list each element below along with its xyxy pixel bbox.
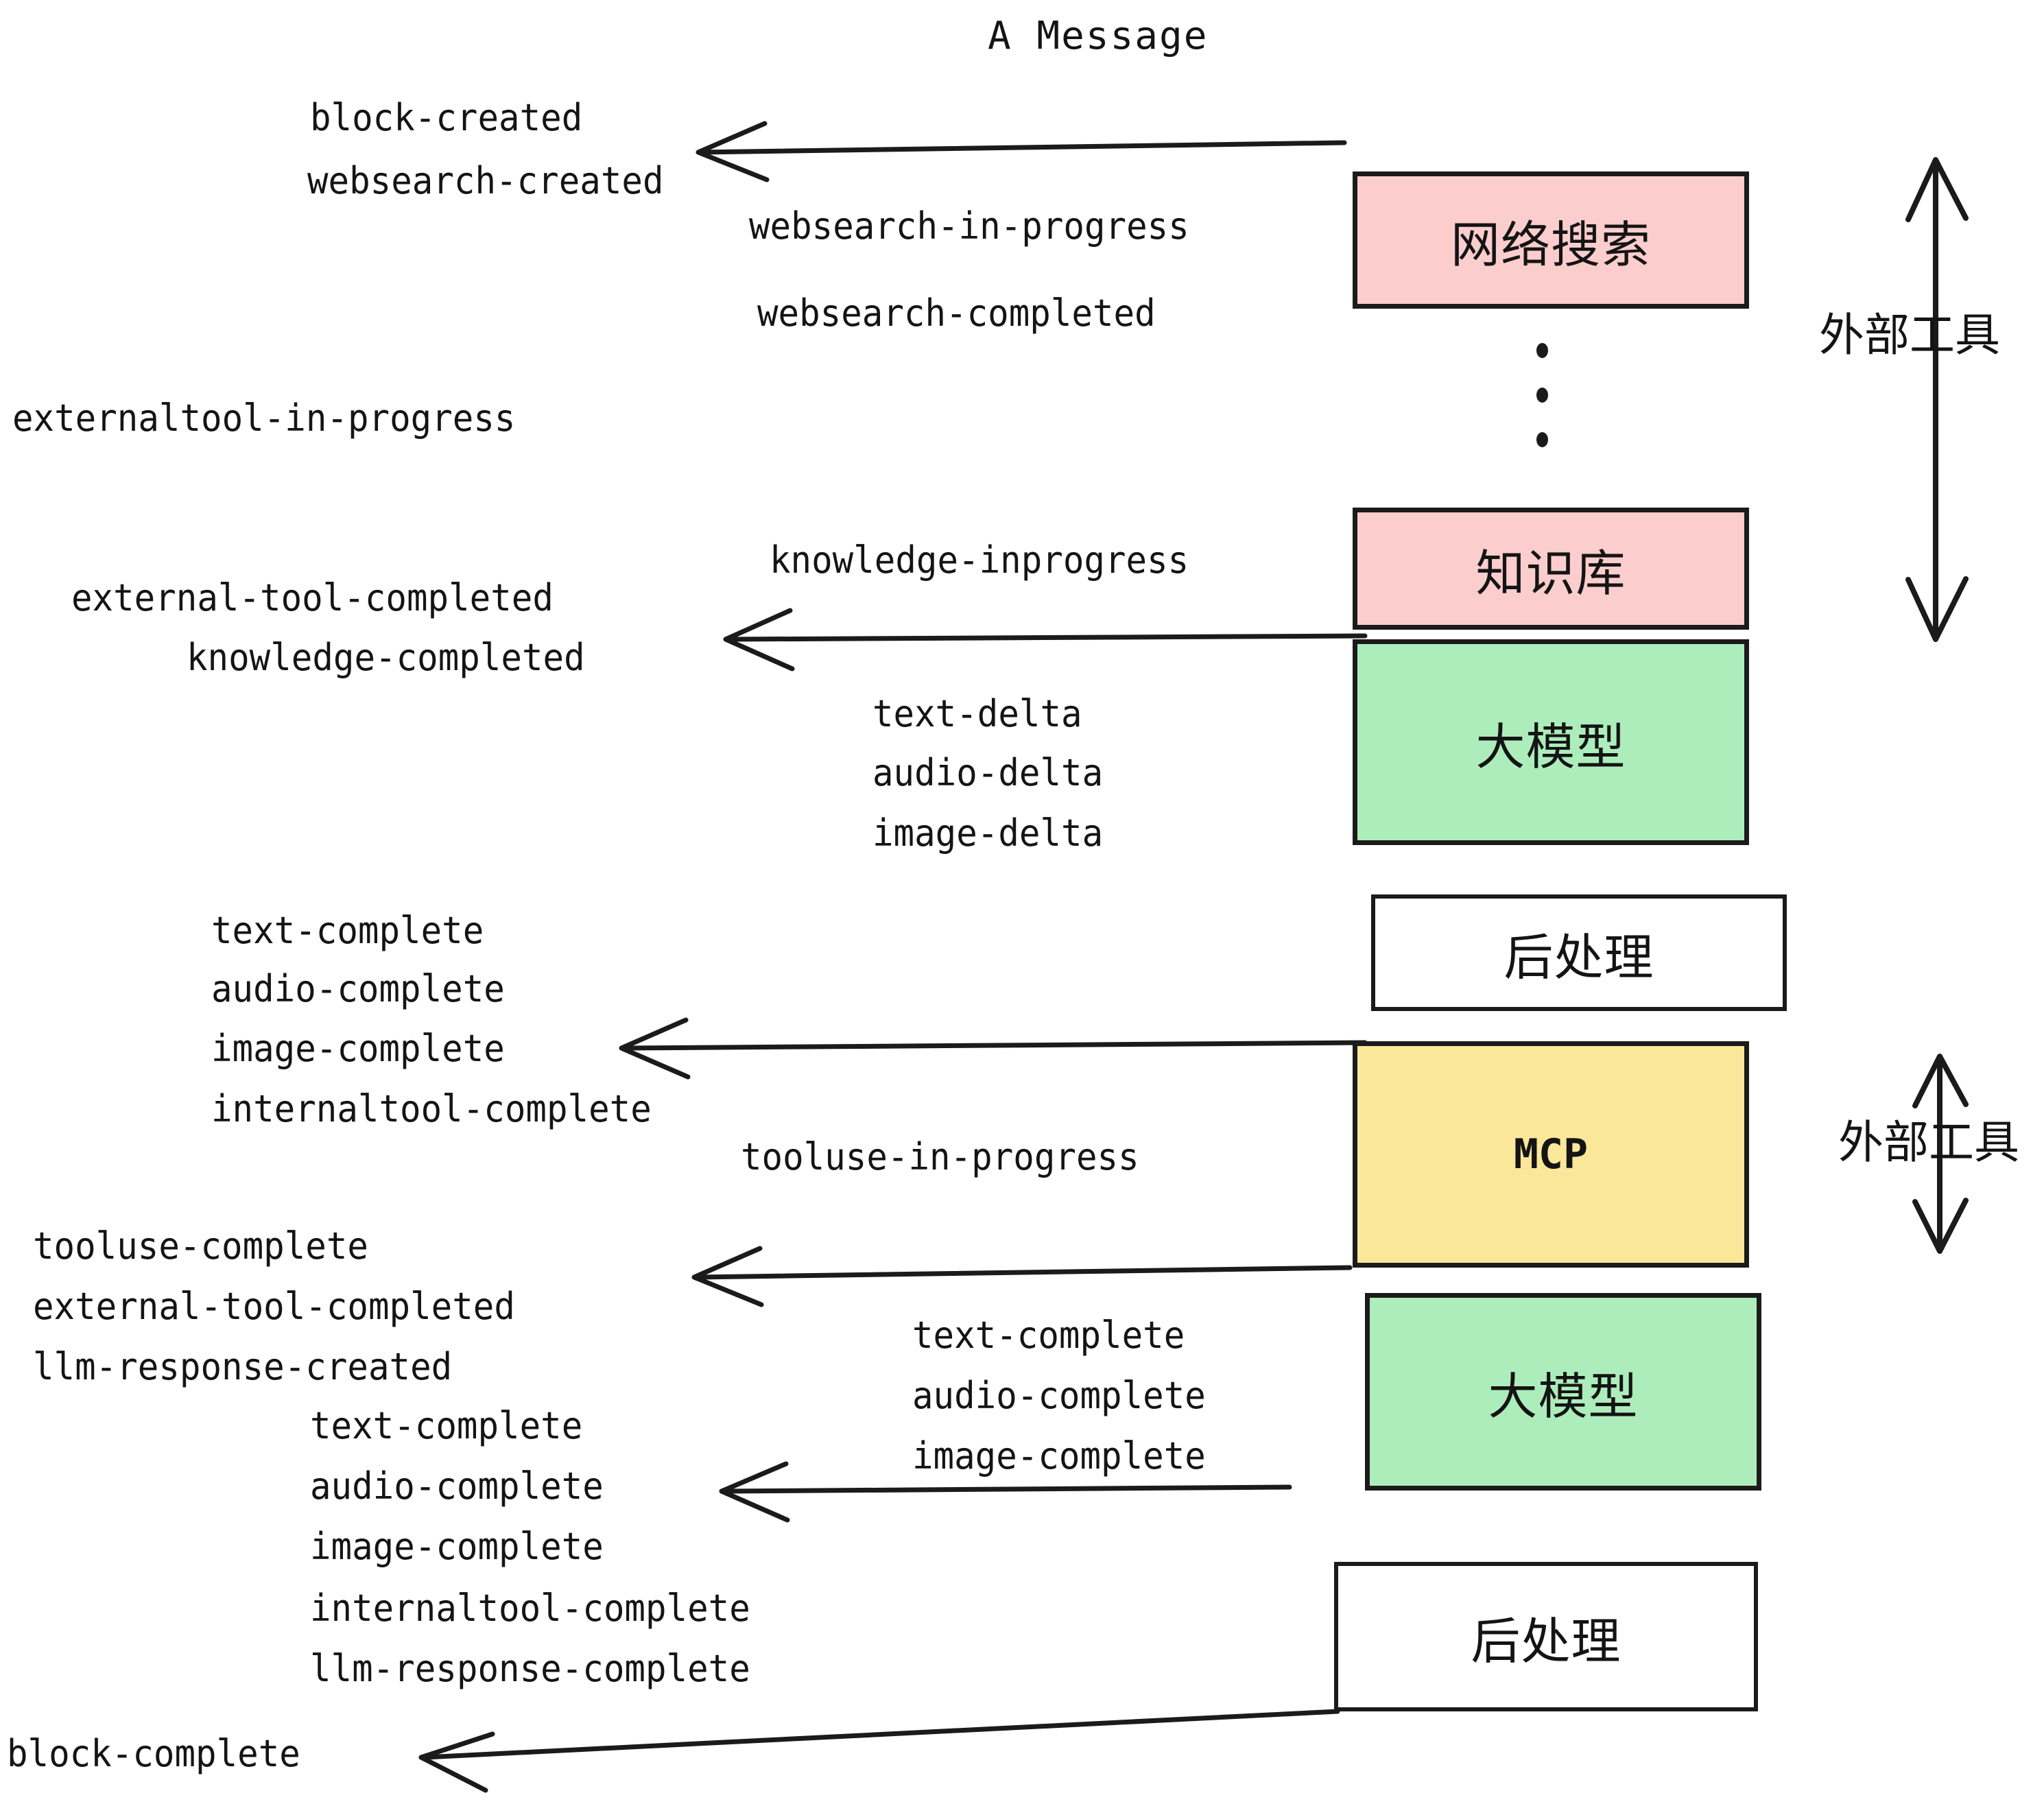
node-llm-1-label: 大模型: [1475, 717, 1626, 776]
event-label-knowledge-completed: knowledge-completed: [187, 636, 585, 679]
side-label-external-tool-lower: 外部工具: [1838, 1116, 2019, 1169]
vertical-ellipsis: [1536, 343, 1548, 477]
event-label-knowledge-inprogress: knowledge-inprogress: [770, 538, 1189, 582]
node-knowledge-base-label: 知识库: [1475, 544, 1626, 602]
event-label-block-created: block-created: [310, 96, 583, 139]
node-knowledge-base[interactable]: 知识库: [1353, 508, 1749, 630]
node-mcp-label: MCP: [1513, 1130, 1589, 1178]
event-label-audio-delta-2: audio-complete: [912, 1374, 1206, 1417]
node-websearch-label: 网络搜索: [1450, 215, 1651, 274]
node-llm-2-label: 大模型: [1488, 1367, 1639, 1425]
page-title: A Message: [988, 14, 1209, 58]
arrow-knowledge-to-completed: [723, 608, 1368, 672]
event-label-audio-delta-1: audio-delta: [872, 751, 1104, 794]
node-postprocess-1-label: 后处理: [1504, 928, 1654, 986]
event-label-internaltool-complete-1: internaltool-complete: [211, 1087, 652, 1130]
ellipsis-dot: [1536, 388, 1548, 403]
event-label-llm-response-created: llm-response-created: [33, 1345, 453, 1388]
event-label-text-delta-1: text-delta: [872, 692, 1082, 735]
ellipsis-dot: [1536, 432, 1548, 447]
arrow-mcp-to-tooluse-complete: [691, 1246, 1353, 1307]
node-mcp[interactable]: MCP: [1353, 1041, 1749, 1268]
event-label-tooluse-complete: tooluse-complete: [33, 1224, 368, 1268]
event-label-block-complete: block-complete: [7, 1732, 300, 1775]
external-tool-bracket-upper: [1905, 157, 1969, 642]
event-label-external-tool-completed-1: external-tool-completed: [71, 576, 554, 619]
event-label-internaltool-complete-2: internaltool-complete: [310, 1587, 750, 1630]
ellipsis-dot: [1536, 343, 1548, 358]
event-label-image-complete-2: image-complete: [310, 1525, 604, 1568]
node-llm-1[interactable]: 大模型: [1353, 639, 1749, 845]
side-label-external-tool-upper: 外部工具: [1819, 309, 2000, 361]
event-label-llm-response-complete: llm-response-complete: [310, 1647, 750, 1690]
node-postprocess-1[interactable]: 后处理: [1371, 894, 1787, 1011]
node-llm-2[interactable]: 大模型: [1365, 1293, 1761, 1491]
event-label-websearch-completed: websearch-completed: [757, 292, 1156, 335]
event-label-text-complete-2: text-complete: [310, 1404, 583, 1447]
event-label-websearch-in-progress: websearch-in-progress: [749, 204, 1189, 248]
event-label-text-delta-2: text-complete: [912, 1314, 1185, 1357]
arrow-websearch-to-block-created: [696, 121, 1347, 182]
event-label-image-delta-1: image-delta: [872, 811, 1104, 855]
event-label-tooluse-in-progress: tooluse-in-progress: [741, 1135, 1139, 1178]
event-label-externaltool-in-progress: externaltool-in-progress: [12, 396, 516, 440]
event-label-external-tool-completed-2: external-tool-completed: [33, 1285, 515, 1328]
node-postprocess-2[interactable]: 后处理: [1334, 1562, 1758, 1711]
arrow-postprocess-to-block-complete: [418, 1709, 1340, 1793]
node-postprocess-2-label: 后处理: [1471, 1612, 1621, 1670]
arrow-postprocess-to-image-complete: [619, 1017, 1368, 1080]
event-label-image-complete-1: image-complete: [211, 1027, 505, 1070]
event-label-image-delta-2: image-complete: [912, 1434, 1206, 1477]
event-label-audio-complete-1: audio-complete: [211, 967, 505, 1010]
node-websearch[interactable]: 网络搜索: [1353, 171, 1749, 309]
event-label-websearch-created: websearch-created: [307, 159, 664, 202]
event-label-audio-complete-2: audio-complete: [310, 1464, 604, 1508]
event-label-text-complete-1: text-complete: [211, 909, 484, 952]
